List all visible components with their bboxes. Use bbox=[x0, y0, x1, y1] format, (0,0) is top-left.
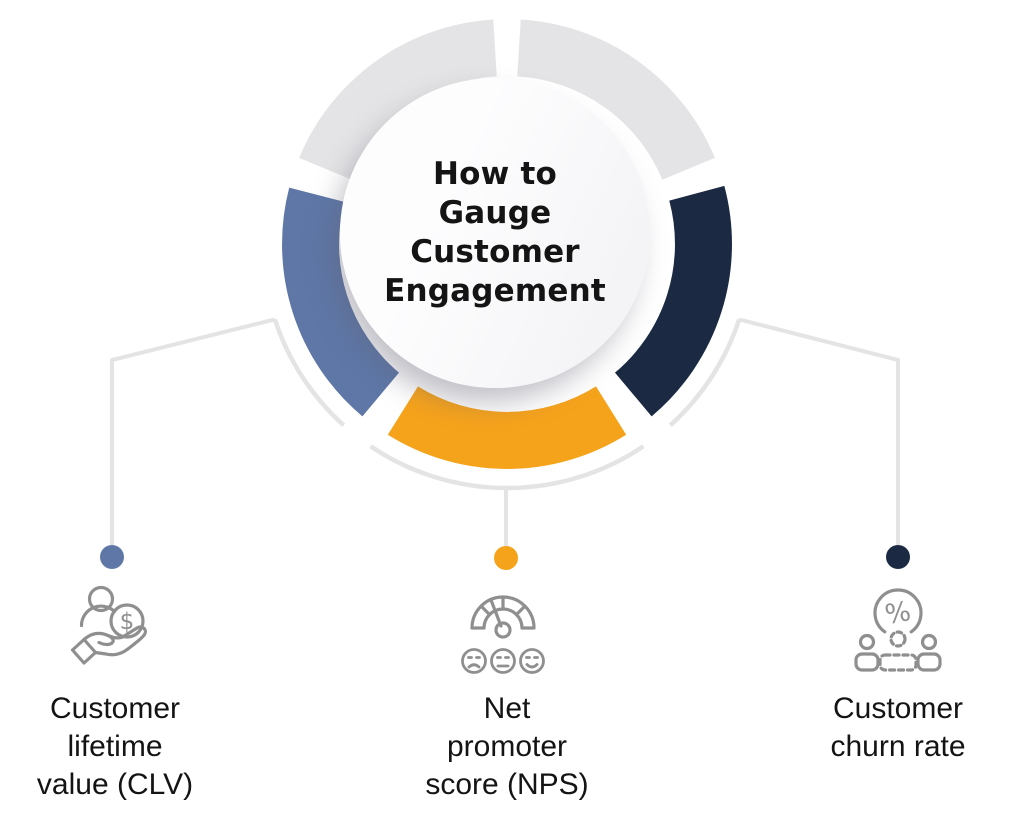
nps-connector-dot bbox=[494, 546, 518, 570]
dollar-sign: $ bbox=[120, 609, 135, 635]
clv-label-line-2: lifetime bbox=[67, 730, 163, 763]
ring-segment-orange-bottom bbox=[387, 386, 627, 469]
person-churned-icon bbox=[878, 630, 918, 672]
outer-arc-segment-left bbox=[272, 318, 346, 427]
churn-label: Customer churn rate bbox=[738, 690, 1013, 766]
dollar-coin-icon: $ bbox=[109, 603, 145, 639]
center-circle: How to Gauge Customer Engagement bbox=[340, 78, 650, 388]
gauge-icon bbox=[470, 595, 536, 639]
ring-segment-blue-left bbox=[282, 187, 400, 417]
clv-label-line-3: value (CLV) bbox=[36, 768, 194, 801]
nps-label-line-3: score (NPS) bbox=[425, 768, 589, 801]
neutral-face-icon bbox=[490, 648, 516, 674]
clv-label: Customer lifetime value (CLV) bbox=[0, 690, 275, 804]
sad-face-icon bbox=[461, 648, 487, 674]
happy-face-icon bbox=[519, 648, 545, 674]
person-icon bbox=[79, 585, 117, 628]
gauge-needle bbox=[489, 598, 503, 628]
hand-icon bbox=[70, 625, 147, 665]
nps-label-line-2: promoter bbox=[446, 730, 568, 763]
ring-segment-navy-right bbox=[614, 185, 732, 417]
outer-arc-segment-bottom bbox=[369, 444, 645, 491]
nps-label-line-1: Net bbox=[483, 692, 531, 725]
ring-segment-gray-top-left bbox=[299, 19, 498, 181]
outer-arc-segment-right bbox=[668, 318, 742, 427]
percent-sign: % bbox=[883, 596, 914, 631]
hand-person-dollar-icon: $ bbox=[70, 585, 147, 665]
diagram-title: How to Gauge Customer Engagement bbox=[384, 155, 606, 311]
outer-thin-arc bbox=[272, 318, 742, 491]
donut-ring bbox=[282, 19, 732, 469]
diagram-title-line-1: How to bbox=[432, 156, 557, 192]
clv-connector-dot bbox=[100, 545, 124, 569]
ring-segment-gray-top-right bbox=[516, 19, 715, 181]
nps-label: Net promoter score (NPS) bbox=[347, 690, 667, 804]
person-right-icon bbox=[916, 633, 942, 672]
churn-label-line-2: churn rate bbox=[830, 730, 966, 763]
person-left-icon bbox=[854, 633, 880, 672]
gauge-smileys-icon bbox=[461, 595, 545, 674]
churn-label-line-1: Customer bbox=[832, 692, 964, 725]
percent-circle-icon: % bbox=[873, 588, 923, 634]
diagram-title-line-3: Customer bbox=[410, 234, 580, 270]
clv-label-line-1: Customer bbox=[49, 692, 181, 725]
churn-connector-line bbox=[738, 317, 900, 545]
connectors bbox=[100, 317, 910, 570]
diagram-title-line-2: Gauge bbox=[438, 195, 552, 231]
diagram-title-line-4: Engagement bbox=[384, 273, 606, 309]
clv-connector-line bbox=[110, 317, 276, 545]
churn-connector-dot bbox=[886, 545, 910, 569]
people-percent-icon: % bbox=[854, 588, 942, 672]
